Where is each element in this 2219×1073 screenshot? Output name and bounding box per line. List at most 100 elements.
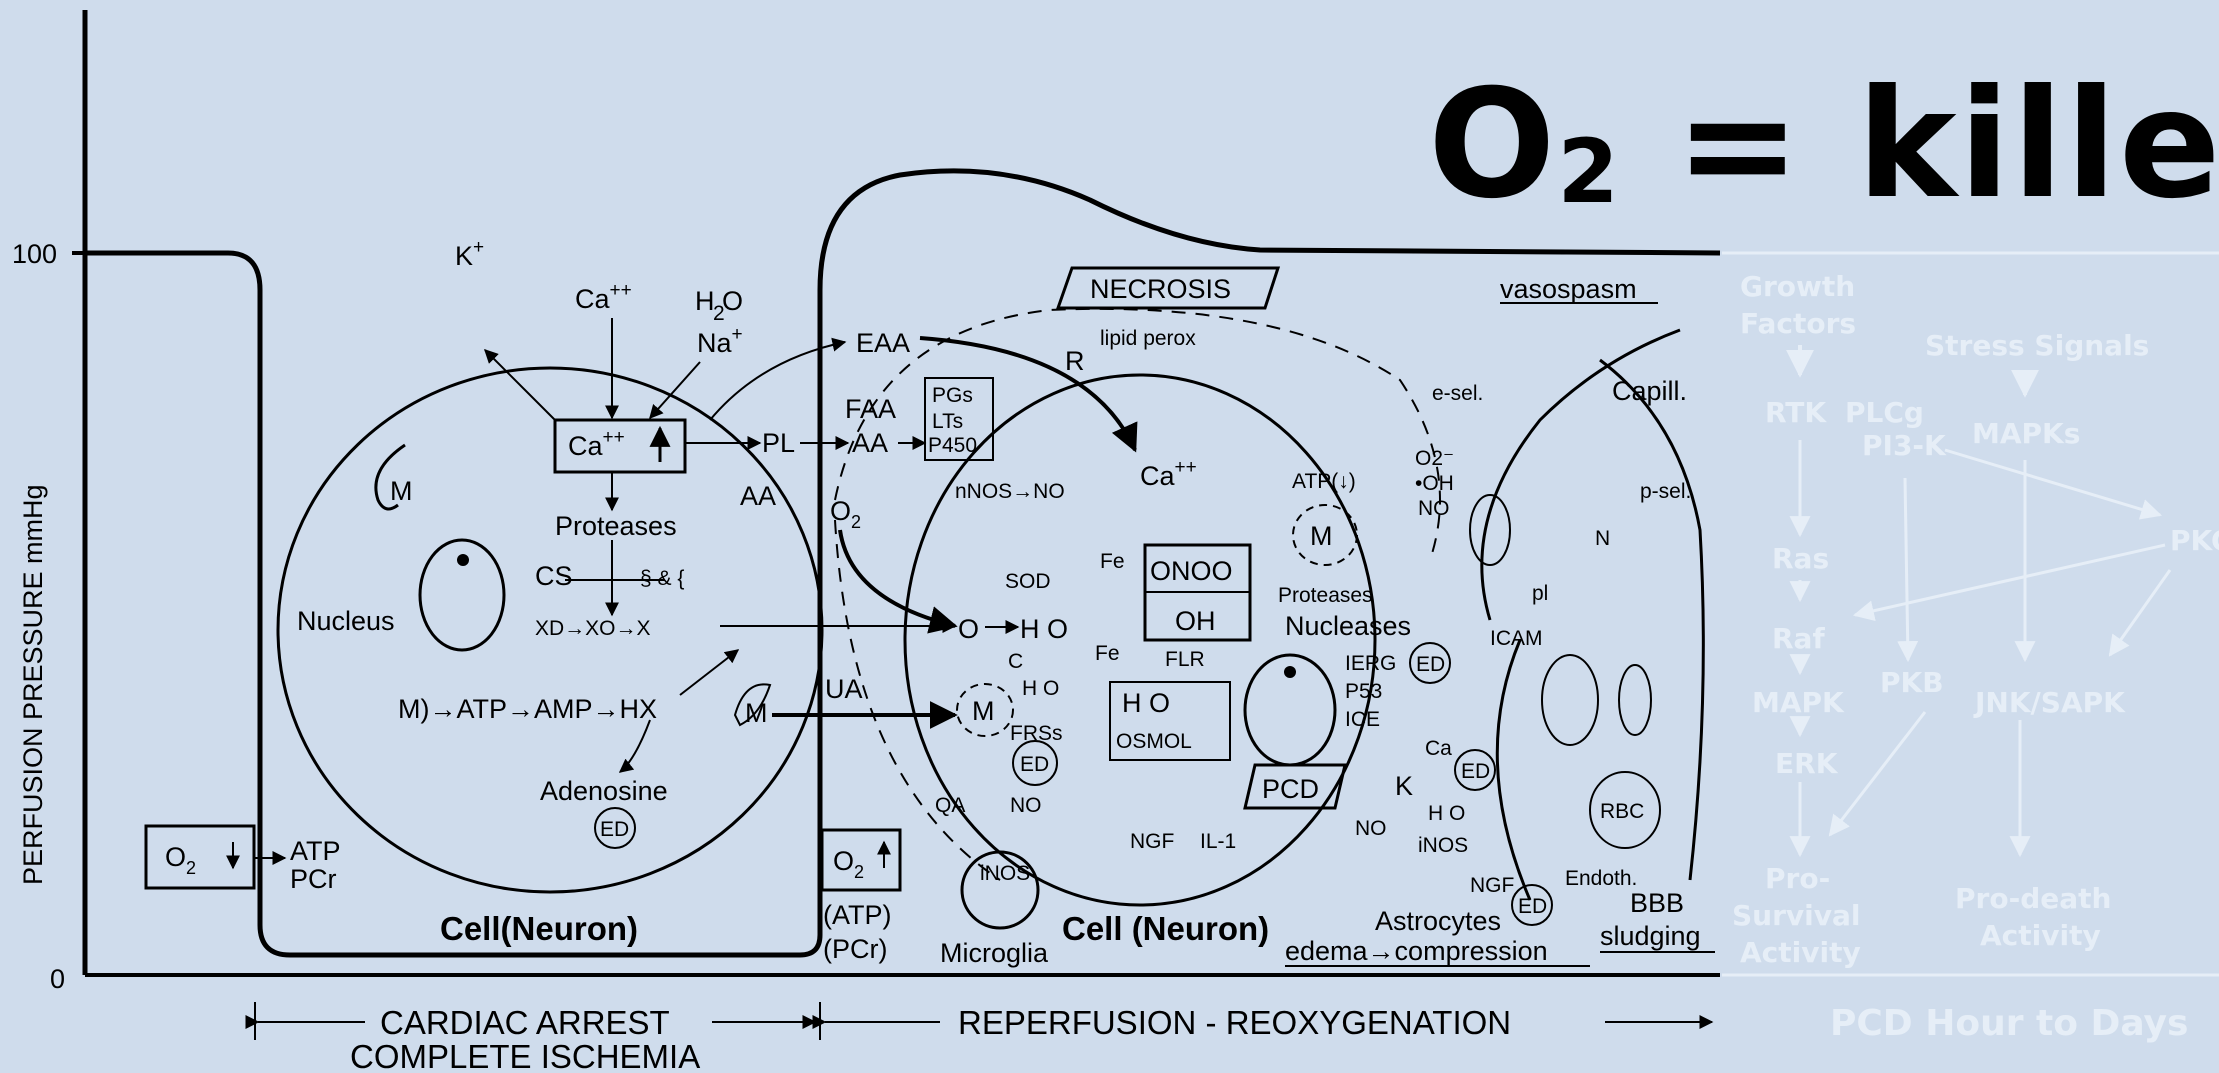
label-flr: FLR <box>1165 648 1205 671</box>
label-aa-left: AA <box>740 481 776 511</box>
label-endoth: Endoth. <box>1565 867 1637 890</box>
pathway-pcd-time: PCD Hour to Days <box>1830 1003 2188 1044</box>
label-cell-neuron-right: Cell (Neuron) <box>1062 910 1269 947</box>
label-o2-rad2: O2⁻ <box>1415 447 1454 470</box>
label-h2o-up: H O <box>1428 802 1465 825</box>
label-ed3: ED <box>1461 760 1490 783</box>
label-onoo: ONOO <box>1150 556 1233 586</box>
label-astrocytes: Astrocytes <box>1375 906 1501 936</box>
label-bbb: BBB <box>1630 888 1684 918</box>
label-vasospasm: vasospasm <box>1500 274 1637 304</box>
label-lts: LTs <box>932 410 963 433</box>
x-axis-labels: CARDIAC ARREST COMPLETE ISCHEMIA REPERFU… <box>255 1002 1712 1073</box>
label-k-plus: K <box>1395 771 1413 801</box>
label-microglia: Microglia <box>940 938 1049 968</box>
label-na: Na+ <box>697 324 743 358</box>
label-pcd: PCD <box>1262 774 1319 804</box>
label-o2-radical: O <box>958 614 979 644</box>
pathway-jnk: JNK/SAPK <box>1973 686 2126 719</box>
y-tick-100: 100 <box>12 239 57 269</box>
pathway-stress-signals: Stress Signals <box>1925 329 2149 362</box>
label-adenosine: Adenosine <box>540 776 668 806</box>
label-oh: OH <box>1175 606 1216 636</box>
x-label-complete-ischemia: COMPLETE ISCHEMIA <box>350 1038 700 1073</box>
label-h2o-sub: 2 <box>713 302 725 325</box>
label-ca-up: Ca++ <box>1140 457 1197 491</box>
label-ua: UA <box>825 674 863 704</box>
label-oh2: •OH <box>1415 472 1454 495</box>
label-ed4: ED <box>1518 895 1547 918</box>
label-ca2: Ca <box>1425 737 1452 760</box>
label-no: NO <box>1010 794 1042 817</box>
pathway-pkb: PKB <box>1880 666 1944 699</box>
label-m2: M <box>745 698 768 728</box>
label-atp-right: (ATP) <box>823 900 892 930</box>
label-cell-neuron-left: Cell(Neuron) <box>440 910 638 947</box>
label-pgs: PGs <box>932 384 973 407</box>
label-pcr-right: (PCr) <box>823 934 887 964</box>
pathway-erk: ERK <box>1775 747 1839 780</box>
label-pl-right: pl <box>1532 582 1548 605</box>
label-inos2: iNOS <box>1418 834 1468 857</box>
label-o2-box: O2 <box>165 842 196 878</box>
right-neuron-cell: NECROSIS lipid perox EAA FAA AA PGs LTs … <box>710 268 1715 968</box>
label-eaa: EAA <box>856 328 910 358</box>
label-rbc: RBC <box>1600 800 1644 823</box>
label-pl: PL <box>762 428 795 458</box>
label-il1: IL-1 <box>1200 830 1236 853</box>
x-label-reperfusion: REPERFUSION - REOXYGENATION <box>958 1004 1511 1041</box>
pathway-pkc: PKC <box>2170 524 2219 557</box>
label-qa: QA <box>935 794 965 817</box>
label-ngf2: NGF <box>1470 874 1514 897</box>
label-proteases: Proteases <box>555 511 677 541</box>
label-nucleases: Nucleases <box>1285 611 1411 641</box>
label-atp-chain: M)→ATP→AMP→HX <box>398 694 657 724</box>
label-ed2: ED <box>1416 653 1445 676</box>
pathway-growth-factors-2: Factors <box>1740 307 1856 340</box>
pathway-mapk: MAPK <box>1752 686 1845 719</box>
pathway-mapks: MAPKs <box>1972 417 2080 450</box>
y-tick-0: 0 <box>50 964 65 994</box>
pathway-pro-survival-3: Activity <box>1740 936 1861 969</box>
label-ed-left: ED <box>600 818 629 841</box>
label-nnos: nNOS→NO <box>955 480 1065 503</box>
label-osmol: OSMOL <box>1116 730 1192 753</box>
pathway-pro-death-2: Activity <box>1980 919 2101 952</box>
label-no2: NO <box>1418 497 1450 520</box>
label-m-mito: M <box>1310 521 1333 551</box>
label-ca-box: Ca++ <box>568 427 625 461</box>
label-lipid-perox: lipid perox <box>1100 327 1196 350</box>
label-xd-chain: XD→XO→X <box>535 617 651 640</box>
label-atp-paren: ATP(↓) <box>1292 470 1356 493</box>
label-o2-up: O2 <box>833 846 864 882</box>
label-proteases-right: Proteases <box>1278 584 1373 607</box>
label-fe3: Fe <box>1095 642 1120 665</box>
label-h2o-small: H O <box>1022 677 1059 700</box>
pathway-raf: Raf <box>1772 622 1825 655</box>
label-esel: e-sel. <box>1432 382 1483 405</box>
label-ngf: NGF <box>1130 830 1174 853</box>
left-neuron-cell: K+ Ca++ H O 2 Na+ Ca++ PL AA M Proteases… <box>146 237 955 947</box>
pathway-growth-factors-1: Growth <box>1740 270 1855 303</box>
label-m1: M <box>390 476 413 506</box>
label-ice: ICE <box>1345 708 1380 731</box>
label-n: N <box>1595 527 1610 550</box>
pathway-ras: Ras <box>1772 542 1829 575</box>
label-p450: P450 <box>928 434 977 457</box>
label-m-right: M <box>972 696 995 726</box>
label-ca: Ca++ <box>575 280 632 314</box>
pathway-rtk: RTK <box>1765 396 1827 429</box>
label-edema: edema→compression <box>1285 936 1548 966</box>
label-p53: P53 <box>1345 680 1382 703</box>
label-aa-right: AA <box>852 428 888 458</box>
label-h2o-box: H O <box>1122 688 1170 718</box>
label-h2o2: H O <box>1020 614 1068 644</box>
pathway-pro-survival-1: Pro- <box>1765 862 1830 895</box>
label-necrosis: NECROSIS <box>1090 274 1231 304</box>
signaling-pathway-panel: Growth Factors Stress Signals RTK PLCg P… <box>1722 253 2219 1044</box>
x-label-cardiac-arrest: CARDIAC ARREST <box>380 1004 670 1041</box>
y-axis-label: PERFUSION PRESSURE mmHg <box>18 484 48 885</box>
label-nucleus: Nucleus <box>297 606 395 636</box>
